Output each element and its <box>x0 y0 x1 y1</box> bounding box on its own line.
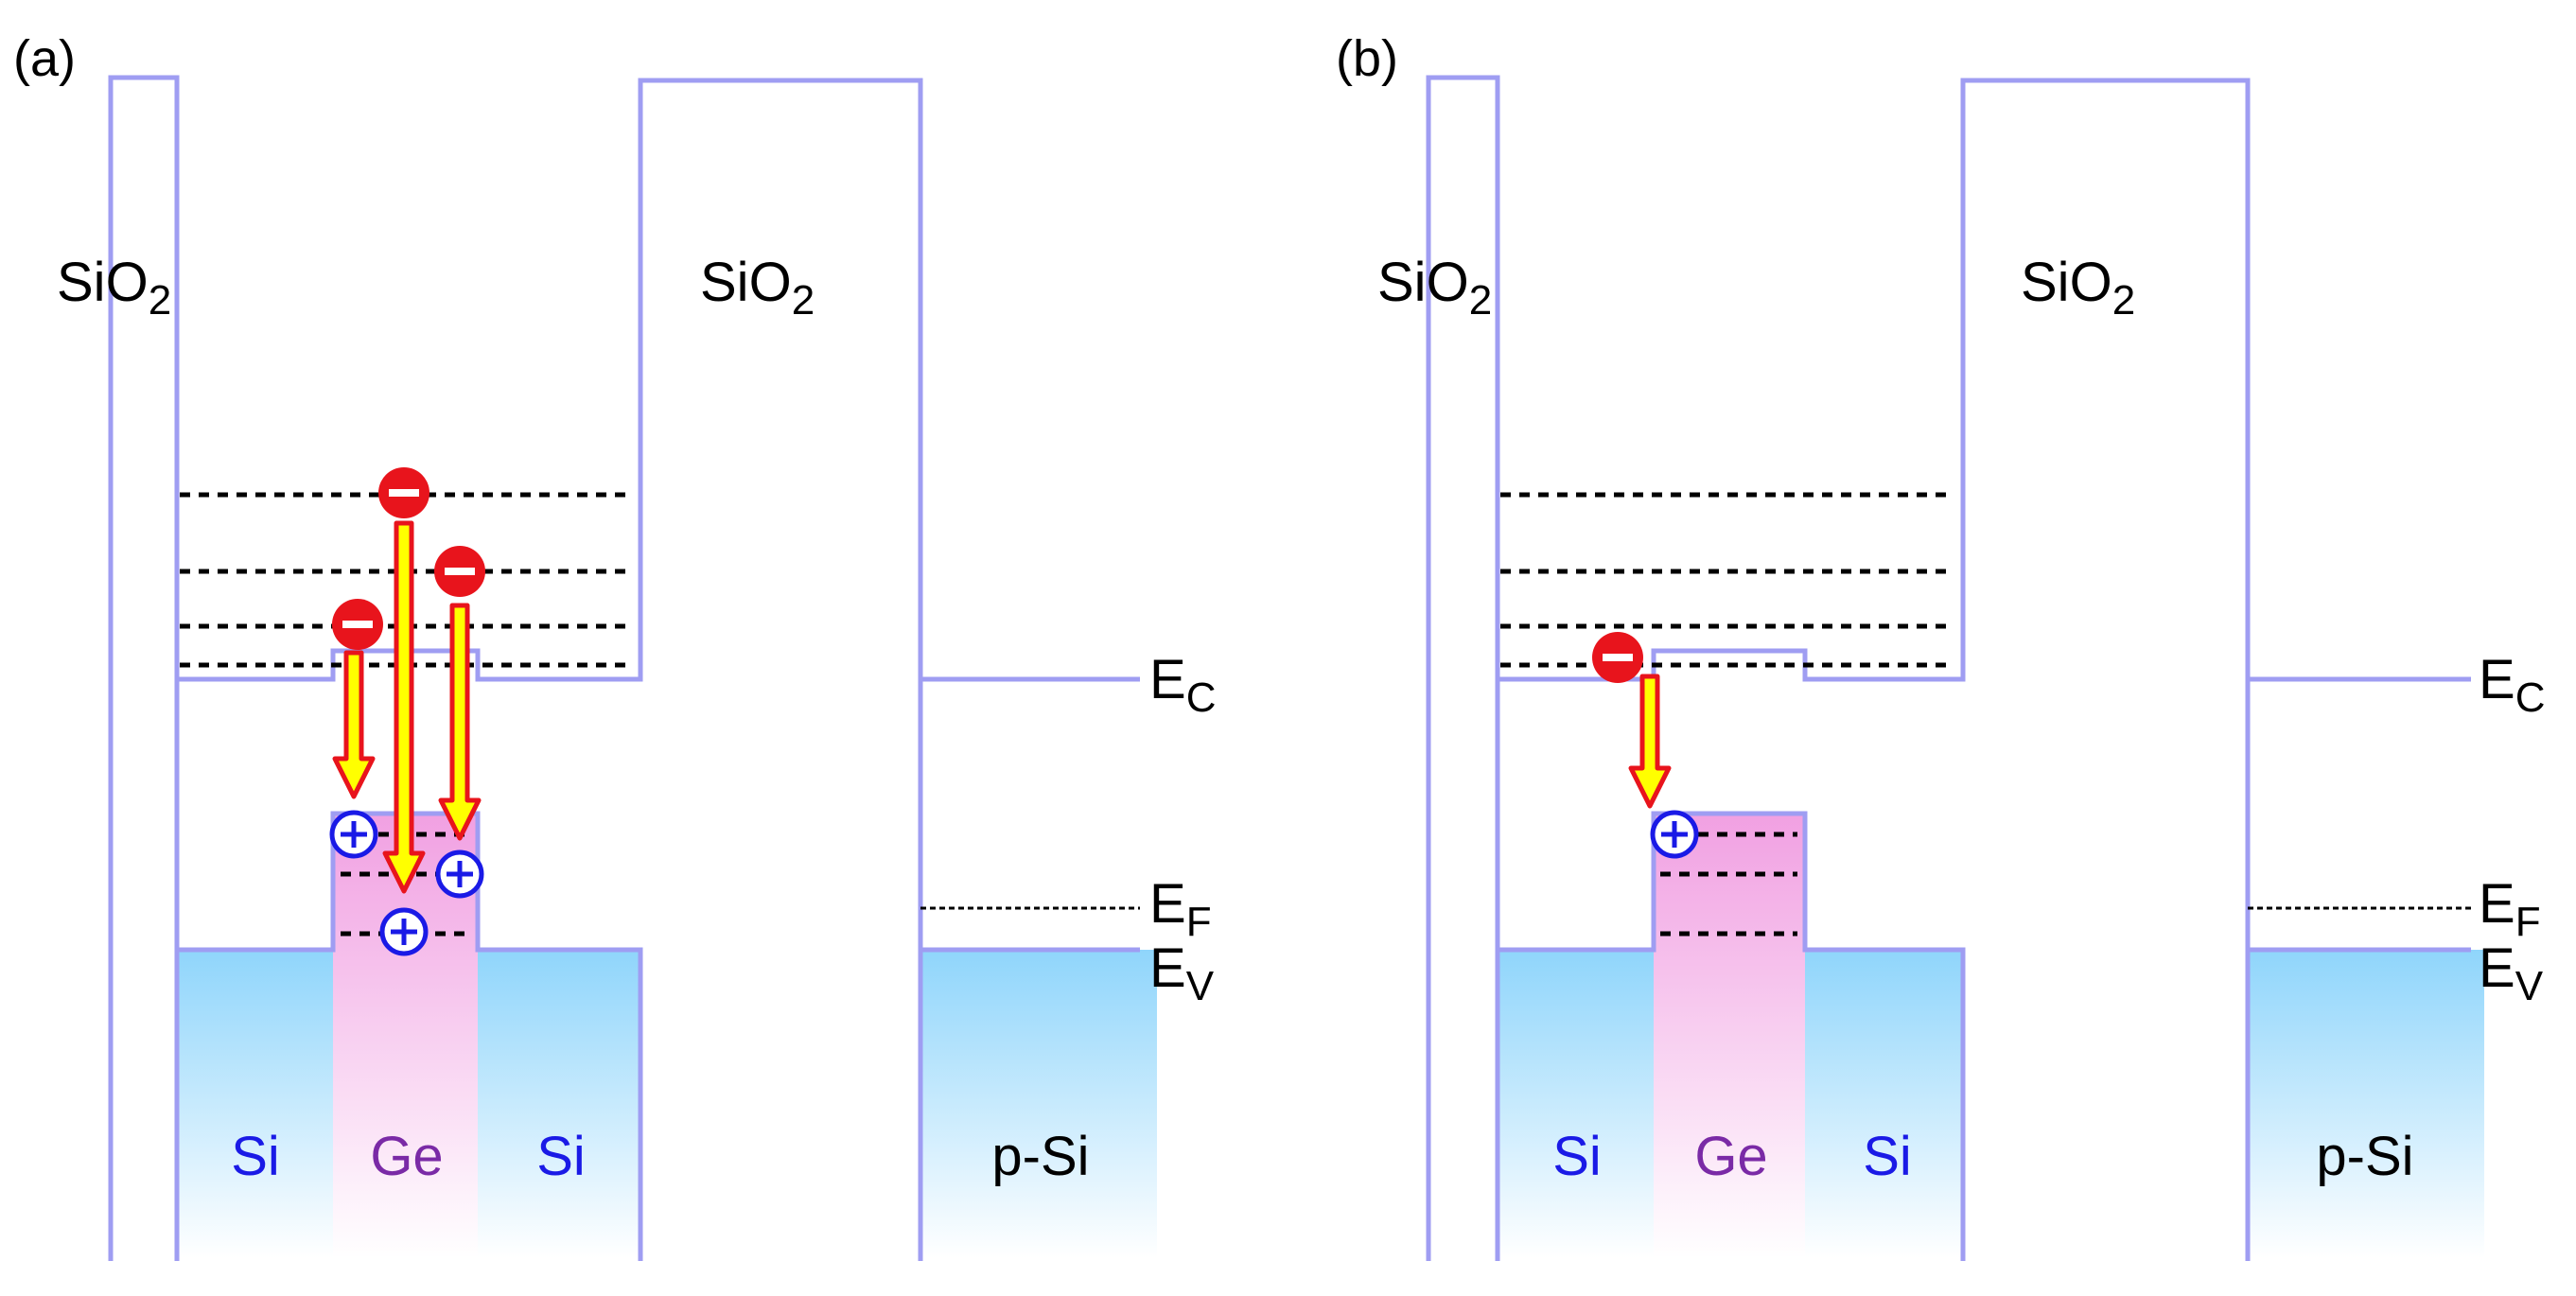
electron <box>434 546 485 597</box>
panel-b: (b) <box>1336 30 2545 1261</box>
si-right-fill <box>478 950 639 1258</box>
oxide-label-left: SiO2 <box>57 252 171 324</box>
panel-b-label: (b) <box>1336 30 1398 87</box>
region-label-si-left: Si <box>1552 1126 1602 1187</box>
ge-fill <box>1654 814 1805 1258</box>
panel-a-label: (a) <box>13 30 76 87</box>
thin-oxide-barrier <box>1426 75 1500 1261</box>
transition-arrow <box>1628 674 1672 809</box>
region-label-p-si: p-Si <box>991 1126 1089 1187</box>
oxide-label-right: SiO2 <box>700 252 815 324</box>
panel-a: (a) <box>13 30 1216 1261</box>
valence-band-edge <box>1498 811 1966 1261</box>
ev-label: EV <box>1149 937 1215 1009</box>
ef-label: EF <box>2479 873 2541 945</box>
band-lines <box>1426 75 2471 1261</box>
ef-label: EF <box>1149 873 1212 945</box>
electron <box>378 467 429 518</box>
transition-arrow <box>438 603 482 841</box>
hole <box>379 907 429 956</box>
hole <box>1650 810 1699 859</box>
electron <box>332 599 383 650</box>
region-label-si-left: Si <box>231 1126 280 1187</box>
si-right-fill <box>1805 950 1963 1258</box>
oxide-label-right: SiO2 <box>2021 252 2135 324</box>
region-label-si-right: Si <box>536 1126 586 1187</box>
hole <box>435 849 484 899</box>
conduction-band-edge <box>1498 78 2251 1261</box>
conduction-band-edge <box>177 78 923 1261</box>
p-si-fill <box>920 950 1157 1258</box>
si-left-fill <box>177 950 333 1258</box>
valence-band-edge <box>177 811 643 1261</box>
electron <box>1592 632 1643 683</box>
hole <box>329 810 378 859</box>
transition-arrow <box>332 650 376 799</box>
thin-oxide-barrier <box>108 75 180 1261</box>
transition-arrow <box>382 520 426 894</box>
region-label-p-si: p-Si <box>2316 1126 2413 1187</box>
region-label-si-right: Si <box>1863 1126 1912 1187</box>
ec-label: EC <box>2479 649 2545 721</box>
region-label-ge: Ge <box>370 1126 443 1187</box>
si-left-fill <box>1498 950 1654 1258</box>
recombination-arrows <box>332 520 482 894</box>
ev-label: EV <box>2479 937 2544 1009</box>
band-lines <box>108 75 1140 1261</box>
p-si-fill <box>2248 950 2484 1258</box>
ec-label: EC <box>1149 649 1216 721</box>
oxide-label-left: SiO2 <box>1377 252 1492 324</box>
region-label-ge: Ge <box>1694 1126 1767 1187</box>
